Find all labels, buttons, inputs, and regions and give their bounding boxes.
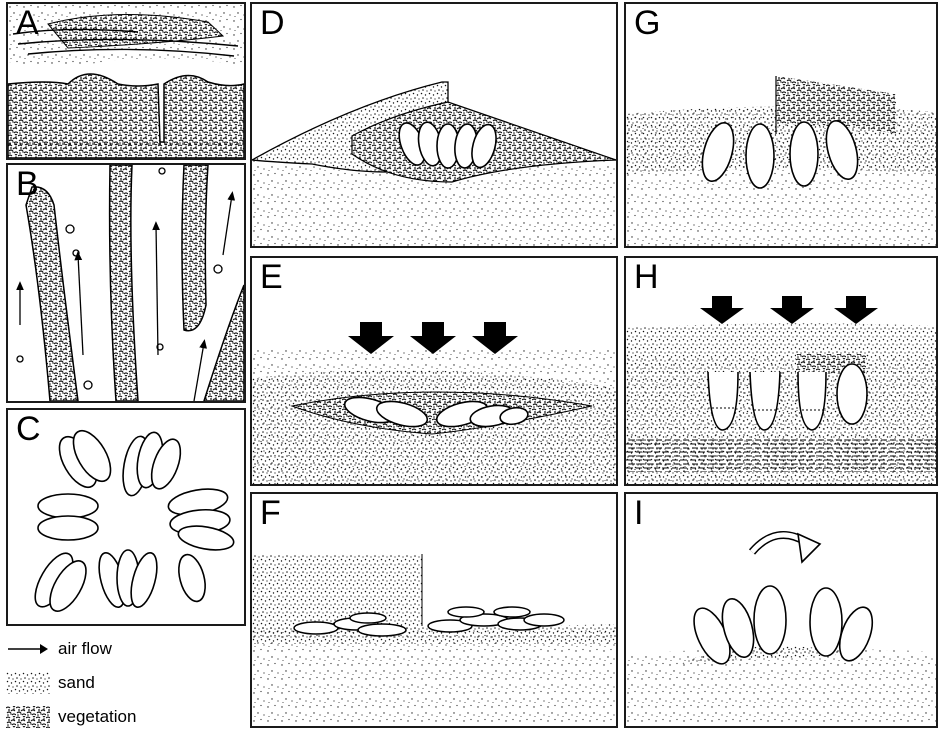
airflow-arrow [156, 225, 158, 355]
legend: air flow sand vegetation [6, 632, 246, 731]
panel-c-drawing [8, 410, 244, 624]
legend-sand-label: sand [58, 673, 95, 693]
panel-h: H [624, 256, 938, 486]
panel-b: B [6, 163, 246, 403]
panel-e-label: E [260, 260, 283, 294]
legend-vegetation-label: vegetation [58, 707, 136, 727]
airflow-arrow [194, 343, 204, 401]
panel-b-label: B [16, 167, 39, 201]
panel-g-drawing [626, 4, 936, 246]
panel-a: A [6, 2, 246, 160]
legend-air-flow-label: air flow [58, 639, 112, 659]
panel-i-drawing [626, 494, 936, 726]
panel-b-drawing [8, 165, 244, 401]
legend-vegetation: vegetation [6, 704, 136, 730]
down-arrow-icon [700, 296, 878, 324]
panel-a-label: A [16, 6, 39, 40]
panel-g-label: G [634, 6, 660, 40]
panel-i-label: I [634, 496, 643, 530]
panel-e-drawing [252, 258, 616, 484]
panel-g: G [624, 2, 938, 248]
airflow-arrow [78, 255, 83, 355]
panel-d-label: D [260, 6, 285, 40]
panel-c: C [6, 408, 246, 626]
legend-air-flow: air flow [6, 636, 112, 662]
panel-i: I [624, 492, 938, 728]
sand-swatch-icon [6, 672, 50, 694]
panel-a-drawing [8, 4, 244, 158]
panel-d: D [250, 2, 618, 248]
panel-c-label: C [16, 412, 41, 446]
down-arrow-icon [348, 322, 518, 354]
panel-f-drawing [252, 494, 616, 726]
legend-sand: sand [6, 670, 95, 696]
panel-f: F [250, 492, 618, 728]
airflow-arrow [223, 195, 232, 255]
arrow-icon [6, 638, 50, 660]
panel-e: E [250, 256, 618, 486]
panel-h-drawing [626, 258, 936, 484]
panel-d-drawing [252, 4, 616, 246]
panel-f-label: F [260, 496, 281, 530]
vegetation-swatch-icon [6, 706, 50, 728]
panel-h-label: H [634, 260, 659, 294]
rotate-arrow-icon [752, 534, 820, 562]
